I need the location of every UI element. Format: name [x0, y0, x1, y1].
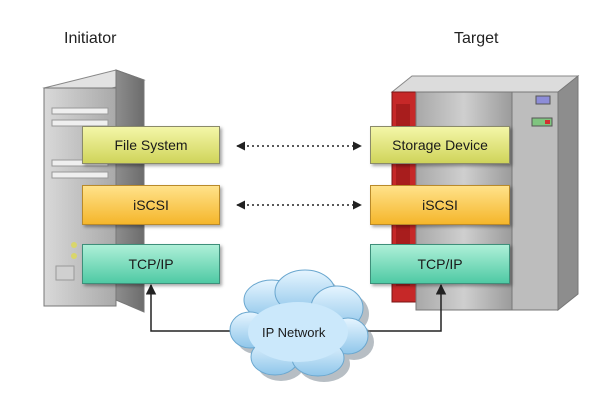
ip-network-label: IP Network [262, 325, 326, 340]
target-iscsi-layer: iSCSI [370, 185, 510, 225]
target-storage-device-layer: Storage Device [370, 126, 510, 164]
target-tcp-ip-layer: TCP/IP [370, 244, 510, 284]
initiator-heading: Initiator [64, 30, 117, 47]
initiator-tcp-ip-layer: TCP/IP [82, 244, 220, 284]
network-cloud-icon [229, 269, 374, 382]
target-network-link [348, 283, 447, 332]
initiator-network-link [145, 283, 246, 332]
initiator-file-system-layer: File System [82, 126, 220, 164]
target-heading: Target [454, 30, 499, 47]
initiator-iscsi-layer: iSCSI [82, 185, 220, 225]
